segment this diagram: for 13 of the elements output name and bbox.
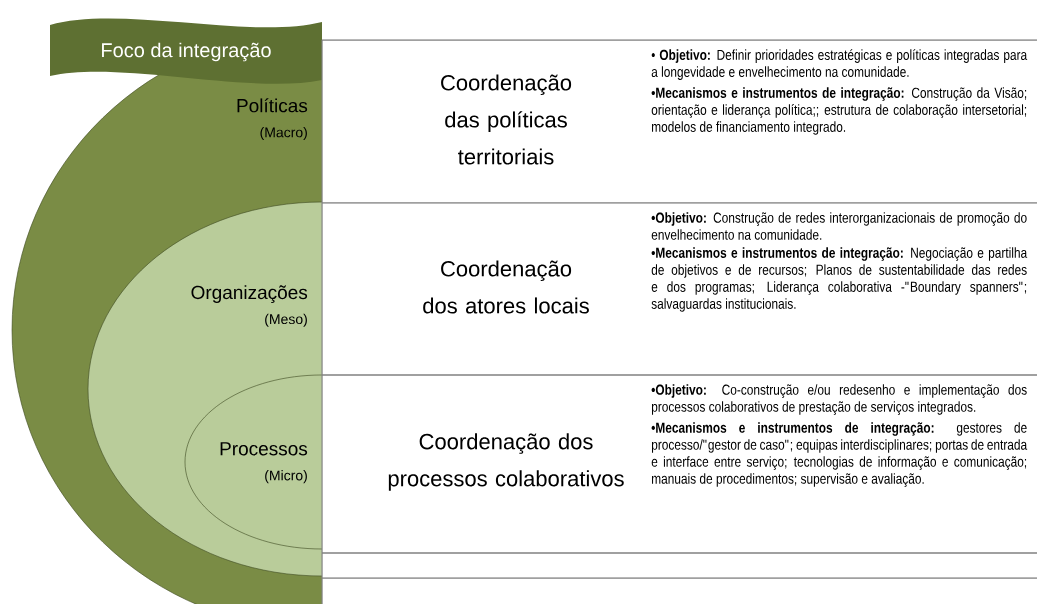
- label: Políticas (Macro): [237, 98, 308, 141]
- paragraph: •Mecanismos e instrumentos de integração: Negociação e partilha de objetivos e de recursos; Planos de sustentabilidade das redes e dos programas; Liderança colaborativa -"Boundary spanners"; salvaguardas institucionais.: [651, 247, 1028, 312]
- banner: Foco da integração: [50, 18, 322, 84]
- paragraph: •Mecanismos e instrumentos de integração: Construção da Visão; orientação e liderança política;; estrutura de colaboração intersetorial; modelos de financiamento integrado.: [651, 87, 1027, 135]
- row-heading: Coordenação dos atores locais: [423, 260, 589, 314]
- paragraph: •Mecanismos e instrumentos de integração: gestores de processo/"gestor de caso"; equipas interdisciplinares; portas de entrada e interface entre serviço; tecnologias de informação e comunicação; manuais de procedimentos; supervisão e avaliação.: [651, 422, 1028, 487]
- row-heading: Coordenação das políticas territoriais: [441, 74, 572, 165]
- paragraph: •Objetivo: Construção de redes interorganizacionais de promoção do envelhecimento na comunidade.: [651, 212, 1027, 240]
- label: Processos (Micro): [220, 442, 308, 484]
- row-heading: Coordenação dos processos colaborativos: [388, 433, 624, 491]
- label: Organizações (Meso): [191, 285, 308, 327]
- paragraph: • Objetivo: Definir prioridades estratégicas e políticas integradas para a longevidade e envelhecimento na comunidade.: [651, 49, 1028, 80]
- paragraph: •Objetivo: Co-construção e/ou redesenho e implementação dos processos colaborativos de prestação de serviços integrados.: [651, 384, 1027, 415]
